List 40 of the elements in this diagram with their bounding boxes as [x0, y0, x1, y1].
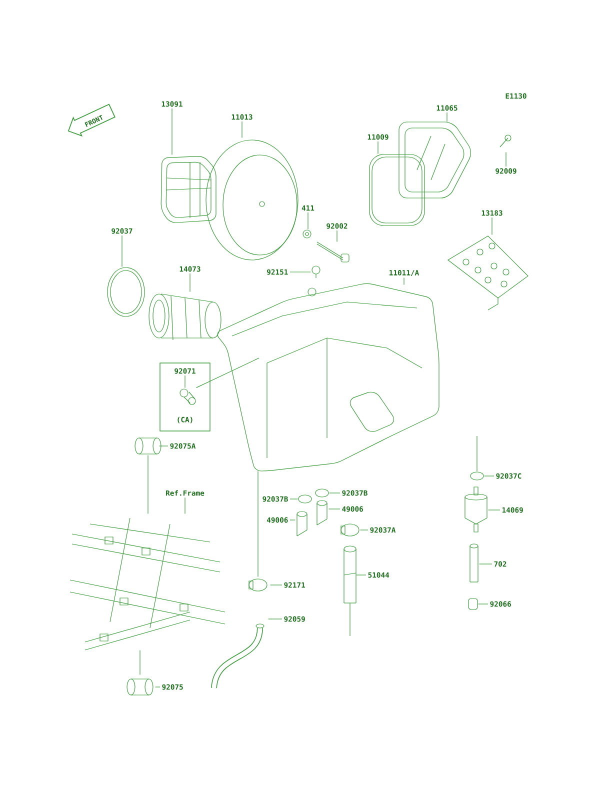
frame-drawing [70, 518, 226, 650]
collar-drawing [134, 438, 162, 454]
collar-drawing [126, 678, 154, 696]
filter-element-drawing [206, 140, 298, 260]
fitting-drawing [180, 388, 196, 405]
air-cleaner-case-drawing [217, 283, 440, 472]
fuel-filter-drawing [464, 486, 488, 532]
clip-drawing [315, 488, 329, 498]
clamp-drawing [340, 524, 360, 536]
leader-line [268, 618, 282, 620]
clamp-drawing [248, 578, 268, 592]
leader-line [184, 375, 186, 388]
tube-drawing [470, 544, 478, 582]
leader-line [356, 574, 366, 576]
leader-line [328, 508, 340, 510]
leader-line [184, 497, 186, 514]
bolt-drawing [316, 242, 350, 262]
cover-drawing [398, 122, 471, 198]
tube-drawing [296, 511, 308, 536]
hose-drawing [211, 624, 264, 688]
tube-drawing [344, 546, 356, 604]
duct-drawing [148, 294, 222, 340]
leader-line [329, 492, 340, 494]
leader-line [336, 230, 338, 242]
bolt-drawing [500, 134, 512, 148]
screw-drawing [312, 266, 320, 278]
leader-line [446, 112, 448, 122]
clamp-drawing [107, 267, 145, 317]
leader-line [476, 436, 478, 472]
air-filter-frame-drawing [160, 156, 216, 223]
leader-line [155, 686, 160, 688]
gasket-drawing [369, 154, 425, 226]
tube-drawing [316, 500, 328, 526]
plug-drawing [468, 598, 478, 610]
clip-drawing [470, 472, 484, 480]
leader-line [290, 498, 298, 500]
leader-line [270, 584, 282, 586]
leader-line [196, 358, 260, 388]
washer-drawing [302, 230, 312, 238]
clip-drawing [298, 494, 312, 504]
